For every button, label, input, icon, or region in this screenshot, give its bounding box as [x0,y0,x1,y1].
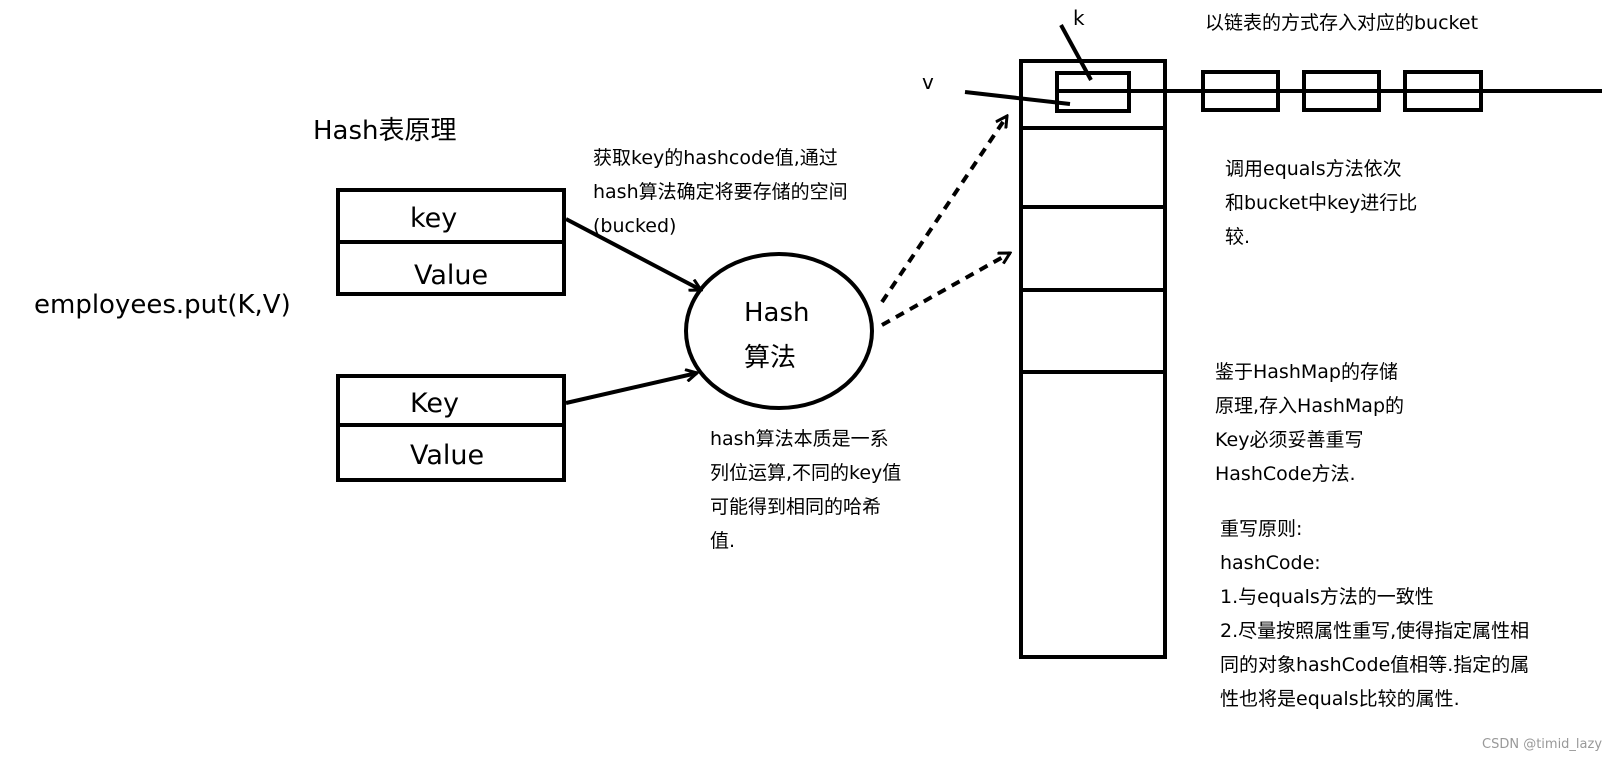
entry1-key-label: key [410,203,458,234]
note-hash-nature-line: 可能得到相同的哈希 [710,496,882,518]
hash-algorithm-ellipse [684,252,874,410]
note-hashcode-line: 获取key的hashcode值,通过 [593,147,838,169]
entry2-value-label: Value [410,440,485,471]
note-rules-line: 性也将是equals比较的属性. [1220,688,1460,710]
note-hashmap-line: 鉴于HashMap的存储 [1215,361,1398,383]
list-node-3 [1403,70,1483,112]
entry-box-2 [336,374,566,482]
note-hash-nature-line: hash算法本质是一系 [710,428,889,450]
note-hash-nature-line: 列位运算,不同的key值 [710,462,902,484]
hash-algorithm-label-line1: Hash [744,298,810,328]
entry1-value-label: Value [414,260,489,291]
note-equals-line: 调用equals方法依次 [1225,158,1402,180]
note-hashmap-line: HashCode方法. [1215,463,1356,485]
v-pointer-line [964,90,1071,106]
put-call-label: employees.put(K,V) [34,290,291,320]
note-hash-nature-line: 值. [710,530,736,552]
hash-algorithm-label-line2: 算法 [744,343,797,373]
arrow-entry2-to-hash [565,373,697,405]
k-label: k [1073,6,1085,30]
note-hash-nature: hash算法本质是一系 列位运算,不同的key值 可能得到相同的哈希 值. [710,422,901,558]
note-hashmap-line: Key必须妥善重写 [1215,429,1364,451]
note-hashmap: 鉴于HashMap的存储 原理,存入HashMap的 Key必须妥善重写 Has… [1215,355,1404,491]
note-linked-list: 以链表的方式存入对应的bucket [1205,12,1479,34]
list-node-0 [1055,71,1131,113]
note-hashmap-line: 原理,存入HashMap的 [1215,395,1405,417]
note-equals-line: 和bucket中key进行比 [1225,192,1418,214]
k-pointer-line [1059,24,1093,81]
note-rules-line: 1.与equals方法的一致性 [1220,586,1434,608]
entry2-key-label: Key [410,388,459,419]
watermark: CSDN @timid_lazy [1482,737,1603,752]
entry-box-1 [336,188,566,296]
list-node-2 [1302,70,1381,112]
note-hashcode-line: (bucked) [593,215,677,237]
note-rules-line: 同的对象hashCode值相等.指定的属 [1220,654,1530,676]
note-rewrite-rules: 重写原则: hashCode: 1.与equals方法的一致性 2.尽量按照属性… [1220,512,1529,716]
bucket-array [1019,59,1167,659]
note-equals-line: 较. [1225,226,1251,248]
diagram-title: Hash表原理 [313,116,457,146]
v-label: v [922,70,934,94]
note-hashcode-line: hash算法确定将要存储的空间 [593,181,848,203]
note-rules-line: hashCode: [1220,552,1321,574]
list-node-1 [1201,70,1280,112]
dashed-arrow-to-bucket-2 [881,251,1010,327]
note-rules-line: 2.尽量按照属性重写,使得指定属性相 [1220,620,1530,642]
note-equals: 调用equals方法依次 和bucket中key进行比 较. [1225,152,1417,254]
arrow-entry1-to-hash [565,217,701,292]
note-rules-line: 重写原则: [1220,518,1303,540]
dashed-arrow-to-bucket-0 [880,116,1007,304]
note-hashcode: 获取key的hashcode值,通过 hash算法确定将要存储的空间 (buck… [593,141,848,243]
